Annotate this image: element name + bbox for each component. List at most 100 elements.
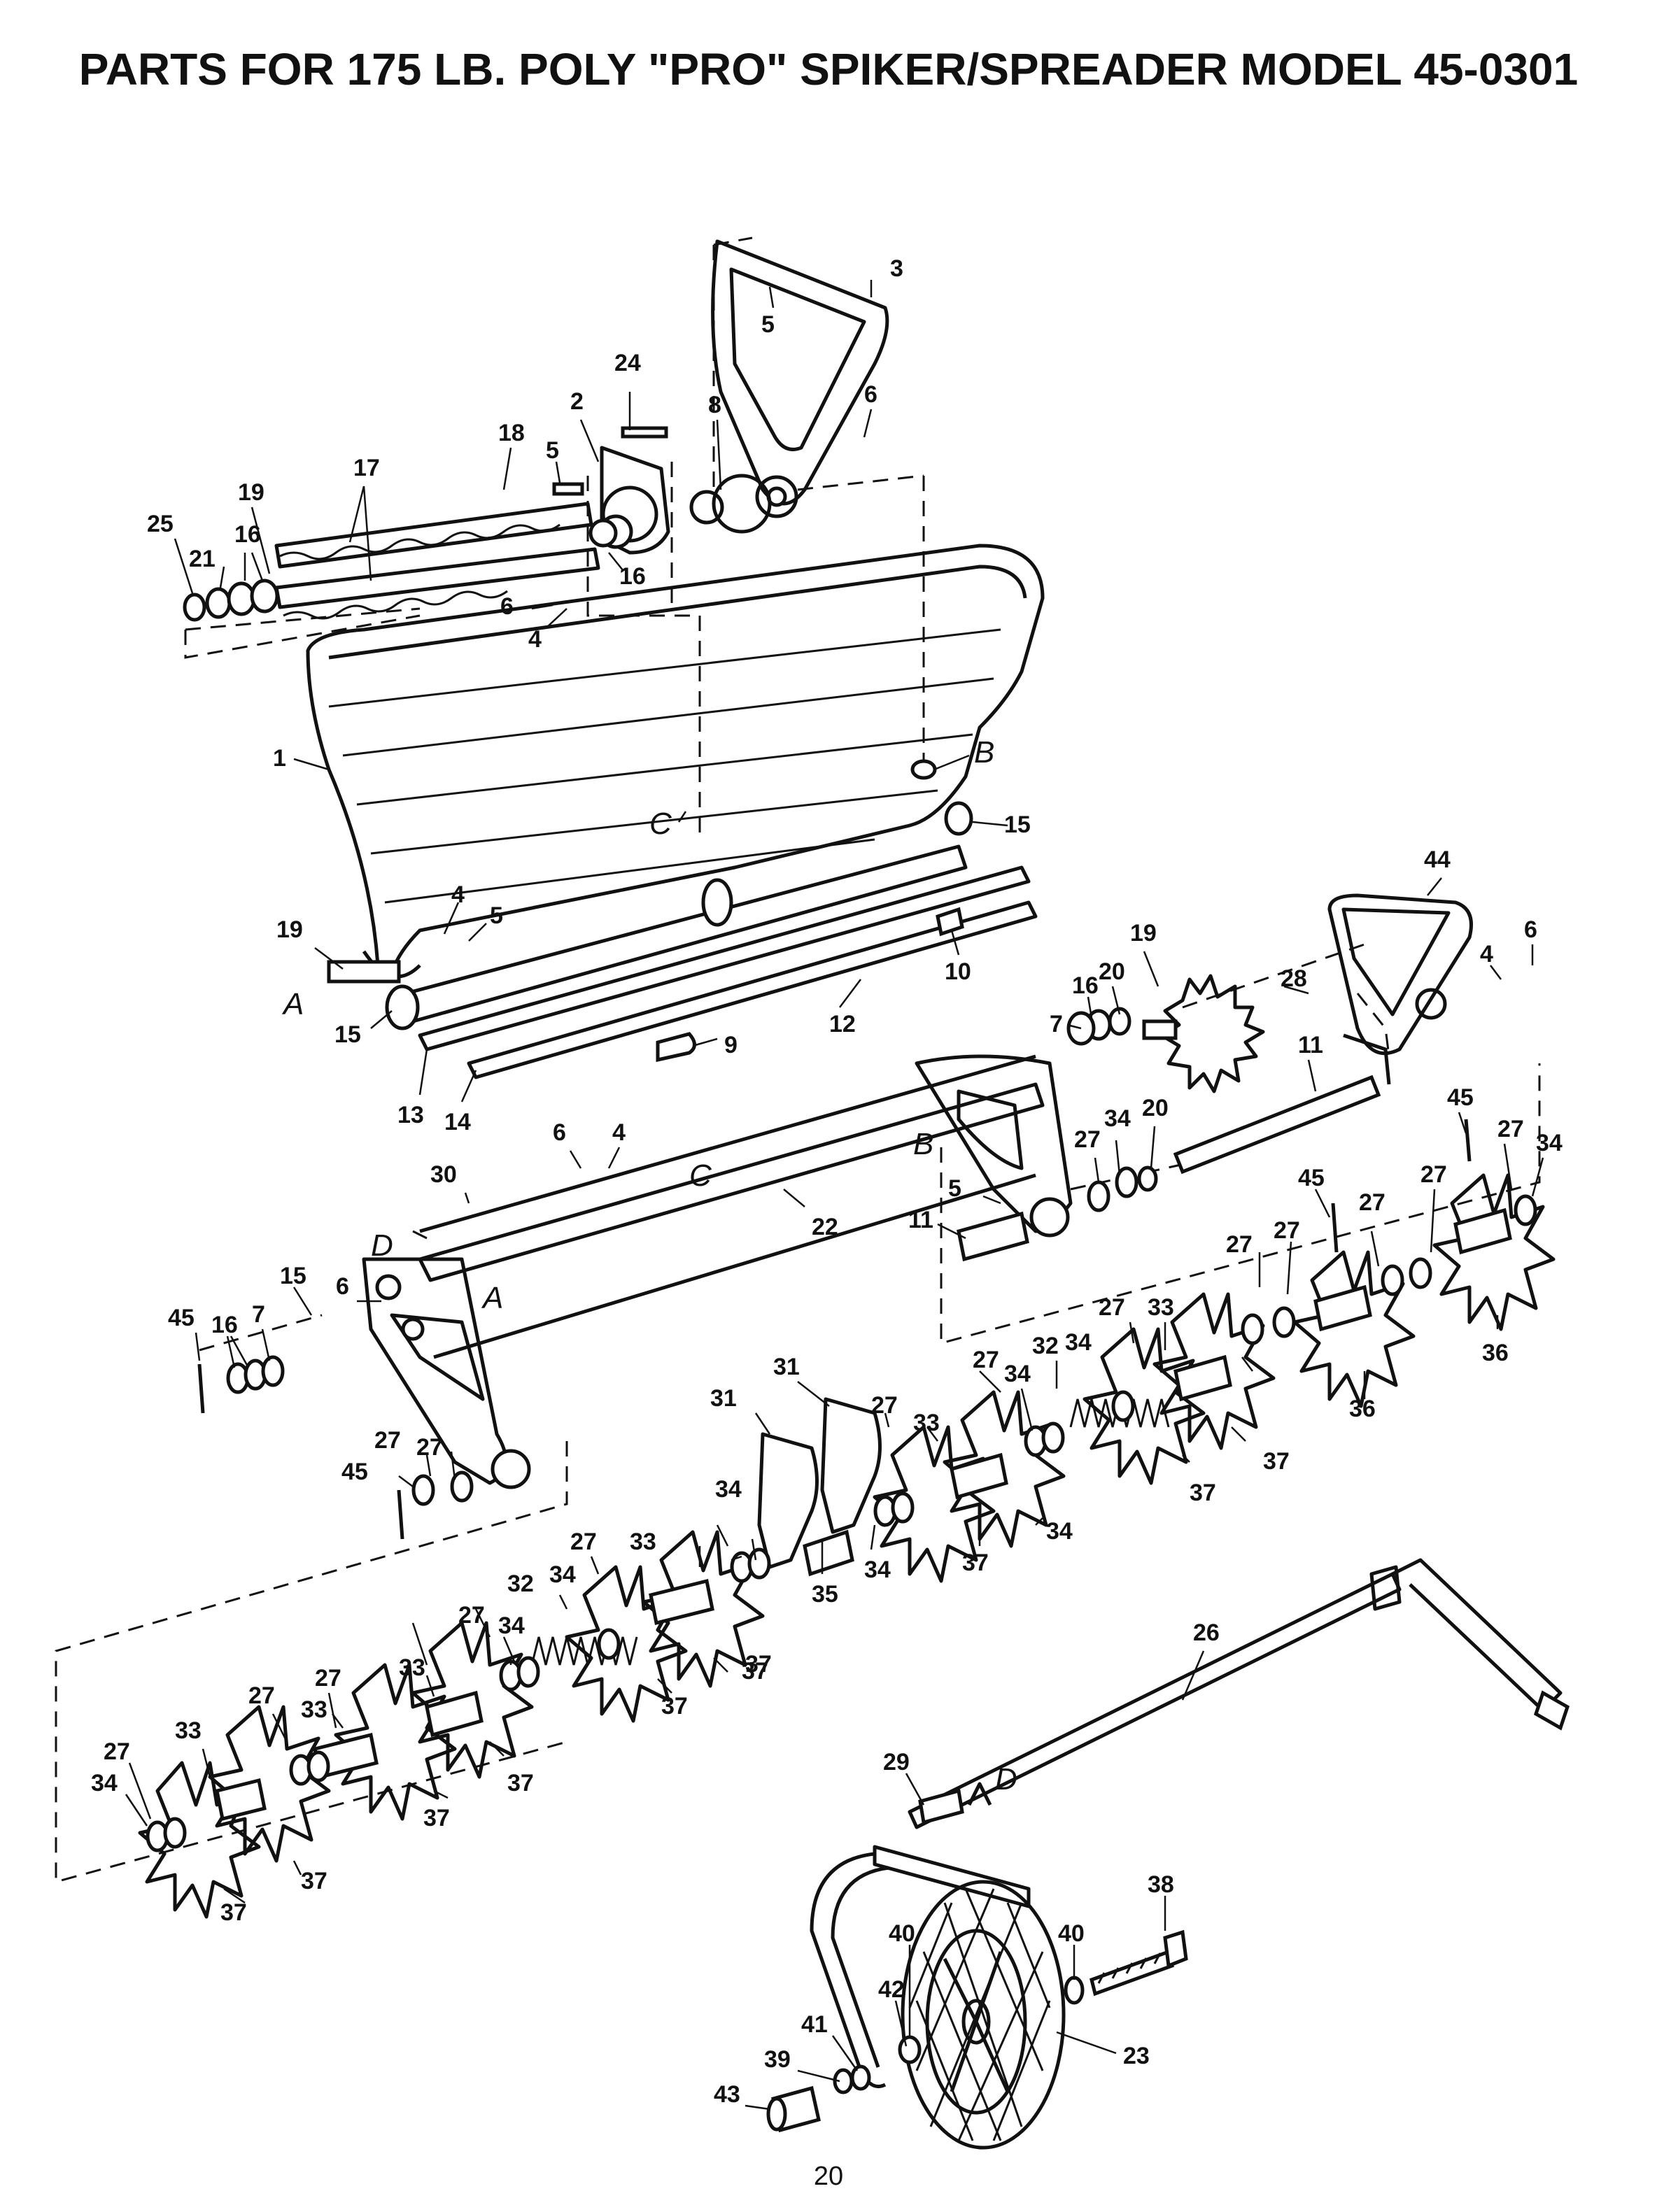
- callout: 34: [1065, 1329, 1092, 1356]
- callout: 31: [710, 1385, 737, 1412]
- callout: 18: [498, 420, 525, 446]
- callout: 19: [238, 479, 265, 506]
- callout: 4: [1480, 941, 1493, 967]
- callout: 5: [761, 311, 775, 338]
- spacers-and-springs: [215, 1207, 1512, 1822]
- callout: 34: [1004, 1361, 1031, 1387]
- callout: 37: [507, 1770, 534, 1796]
- callout: 37: [423, 1805, 450, 1831]
- callout: 42: [878, 1976, 905, 2003]
- callout: 37: [962, 1550, 989, 1576]
- callout: 37: [1190, 1480, 1216, 1506]
- callout: 37: [742, 1658, 768, 1685]
- callout: 43: [714, 2081, 740, 2108]
- callout: 32: [1032, 1333, 1059, 1359]
- callout: 19: [1130, 920, 1157, 947]
- callout: 8: [708, 392, 721, 418]
- cotter-pins-45: [197, 1119, 1472, 1540]
- callout: 34: [715, 1476, 742, 1503]
- callout: 15: [280, 1263, 306, 1289]
- hopper-1: [306, 544, 1045, 979]
- callout: 10: [945, 958, 971, 985]
- callout: 27: [1274, 1217, 1300, 1244]
- callout: 27: [1497, 1116, 1524, 1142]
- callout: 5: [490, 902, 503, 929]
- callout: 15: [334, 1021, 361, 1048]
- reference-letter: D: [995, 1762, 1017, 1796]
- callout: 2: [570, 388, 584, 415]
- callout: 6: [500, 593, 514, 620]
- callout: 11: [908, 1207, 933, 1233]
- callout: 37: [301, 1868, 327, 1894]
- assembly-guide-lines: [55, 236, 1541, 1883]
- callout: 27: [1099, 1294, 1125, 1321]
- callout: 27: [374, 1427, 401, 1454]
- callout: 19: [276, 916, 303, 943]
- callout: 34: [1536, 1130, 1563, 1156]
- reference-letters: B C A B C D A D: [281, 735, 1017, 1796]
- sprocket-19: [1142, 974, 1265, 1093]
- callout: 24: [614, 350, 641, 376]
- callout: 26: [1193, 1619, 1220, 1646]
- callout: 34: [549, 1561, 576, 1588]
- callout: 45: [1298, 1165, 1325, 1191]
- callout: 7: [252, 1301, 265, 1328]
- callout: 7: [1050, 1011, 1063, 1037]
- agitator-shafts-17: [274, 502, 600, 620]
- callout: 36: [1349, 1396, 1376, 1422]
- callout: 37: [745, 1651, 772, 1678]
- washer-series: [146, 1007, 1537, 1852]
- callout: 22: [812, 1214, 838, 1240]
- callout: 27: [315, 1665, 341, 1692]
- callout: 45: [1447, 1084, 1474, 1111]
- callout: 33: [1148, 1294, 1174, 1321]
- callout: 16: [234, 521, 261, 548]
- callout: 28: [1281, 965, 1307, 992]
- handle-bracket-3: [711, 239, 889, 518]
- wheel-hardware: [766, 1929, 1188, 2133]
- callout: 27: [1226, 1231, 1253, 1258]
- callout: 40: [889, 1920, 915, 1947]
- callout: 4: [612, 1119, 626, 1146]
- callout: 15: [1004, 811, 1031, 838]
- callout: 16: [619, 563, 646, 590]
- drive-chain-28: [1343, 993, 1391, 1085]
- callout: 16: [1072, 972, 1099, 999]
- callout: 6: [336, 1273, 349, 1300]
- axle-11: [957, 1075, 1381, 1262]
- callout: 3: [890, 255, 903, 282]
- callout: 33: [175, 1717, 202, 1744]
- callout: 44: [1424, 846, 1451, 873]
- callout: 38: [1148, 1871, 1174, 1898]
- callout: 16: [211, 1312, 238, 1338]
- callout: 30: [430, 1161, 457, 1188]
- callout: 33: [399, 1654, 425, 1681]
- callout: 45: [168, 1305, 195, 1331]
- callout: 39: [764, 2046, 791, 2073]
- reference-letter: C: [689, 1158, 712, 1193]
- callout: 45: [341, 1459, 368, 1485]
- reference-letter: A: [281, 987, 304, 1021]
- callout: 4: [451, 881, 465, 908]
- callout: 13: [397, 1102, 424, 1128]
- reference-letter: D: [371, 1228, 393, 1263]
- washer-stack-left: [183, 579, 279, 622]
- callout: 27: [248, 1682, 275, 1709]
- wheel-assembly-23: [810, 1782, 1066, 2150]
- callout: 14: [444, 1109, 471, 1135]
- reference-letter: B: [974, 735, 994, 770]
- page-number: 20: [813, 2162, 844, 2191]
- callout: 34: [864, 1557, 891, 1583]
- callout: 6: [864, 381, 877, 408]
- leader-lines: [125, 280, 1544, 2111]
- callout: 27: [1074, 1126, 1101, 1153]
- callout-labels: 3 5 24 2 8 6 18 5 17 19 25 21 16 16 6 4 …: [91, 255, 1563, 2108]
- callout: 27: [570, 1529, 597, 1555]
- callout: 12: [829, 1011, 856, 1037]
- callout: 27: [871, 1392, 898, 1419]
- callout: 21: [189, 546, 216, 572]
- callout: 40: [1058, 1920, 1085, 1947]
- callout: 5: [546, 437, 559, 464]
- hanger-brackets-31: [757, 1397, 882, 1569]
